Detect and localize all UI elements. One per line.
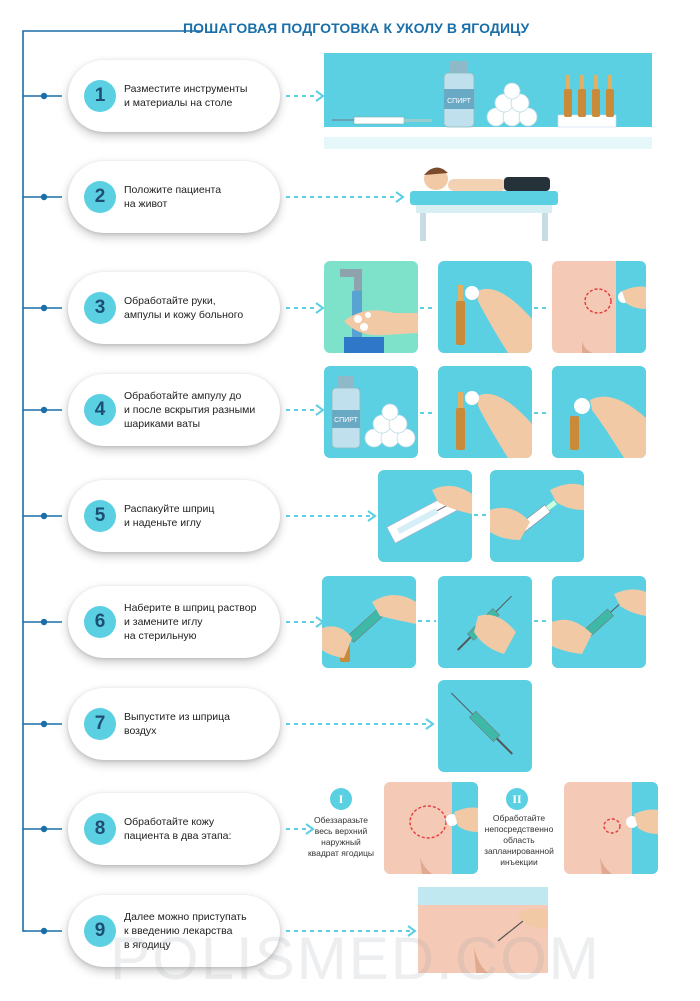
step-8-illustration-stage-2 — [564, 782, 658, 874]
step-1: 1 Разместите инструменты и материалы на … — [68, 60, 280, 132]
step-3: 3 Обработайте руки, ампулы и кожу больно… — [68, 272, 280, 344]
step-text: Обработайте кожу пациента в два этапа: — [124, 816, 232, 842]
arrow-icon — [286, 510, 377, 522]
step-4: 4 Обработайте ампулу до и после вскрытия… — [68, 374, 280, 446]
step-3-illustration-hands — [324, 261, 418, 353]
step-3-illustration-ampoule — [438, 261, 532, 353]
step-6: 6 Наберите в шприц раствор и замените иг… — [68, 586, 280, 658]
step-3-illustration-skin — [552, 261, 646, 353]
step-text: Разместите инструменты и материалы на ст… — [124, 83, 248, 109]
step-number: 3 — [84, 292, 116, 324]
watermark: POLISMED.COM — [110, 925, 601, 992]
dash-connector — [420, 412, 436, 414]
step-text: Выпустите из шприца воздух — [124, 711, 231, 737]
step-text: Далее можно приступать к введению лекарс… — [124, 911, 247, 951]
arrow-icon — [286, 925, 417, 937]
arrow-icon — [286, 404, 325, 416]
alcohol-label: СПИРТ — [447, 98, 471, 105]
arrow-icon — [286, 823, 315, 835]
arrow-icon — [286, 302, 325, 314]
page-title: ПОШАГОВАЯ ПОДГОТОВКА К УКОЛУ В ЯГОДИЦУ — [183, 20, 530, 36]
step-text: Распакуйте шприц и наденьте иглу — [124, 503, 215, 529]
arrow-icon — [286, 90, 325, 102]
stage-1-badge: I — [330, 788, 352, 810]
step-number: 1 — [84, 80, 116, 112]
stage-2-badge: II — [506, 788, 528, 810]
step-number: 2 — [84, 181, 116, 213]
dash-connector — [418, 620, 436, 622]
dash-connector — [474, 514, 488, 516]
step-4-illustration-wipe — [438, 366, 532, 458]
dash-connector — [534, 620, 550, 622]
step-text: Наберите в шприц раствор и замените иглу… — [124, 602, 257, 642]
step-number: 4 — [84, 394, 116, 426]
step-6-illustration-replace — [552, 576, 646, 668]
step-9: 9 Далее можно приступать к введению лека… — [68, 895, 280, 967]
step-2: 2 Положите пациента на живот — [68, 161, 280, 233]
step-4-illustration-alcohol: СПИРТ — [324, 366, 418, 458]
step-8-illustration-stage-1 — [384, 782, 478, 874]
step-text: Обработайте руки, ампулы и кожу больного — [124, 295, 244, 321]
step-number: 5 — [84, 500, 116, 532]
alcohol-label: СПИРТ — [334, 417, 358, 424]
step-7: 7 Выпустите из шприца воздух — [68, 688, 280, 760]
stage-1-text: Обеззаразьте весь верхний наружный квадр… — [307, 815, 375, 858]
arrow-icon — [286, 191, 405, 203]
step-text: Обработайте ампулу до и после вскрытия р… — [124, 390, 256, 430]
step-4-illustration-open — [552, 366, 646, 458]
step-6-illustration-syringe — [438, 576, 532, 668]
dash-connector — [420, 307, 436, 309]
step-2-illustration — [408, 157, 560, 243]
arrow-icon — [286, 616, 325, 628]
dash-connector — [534, 307, 550, 309]
step-8: 8 Обработайте кожу пациента в два этапа: — [68, 793, 280, 865]
arrow-icon — [286, 718, 435, 730]
step-5-illustration-package — [378, 470, 472, 562]
step-5: 5 Распакуйте шприц и наденьте иглу — [68, 480, 280, 552]
step-7-illustration — [438, 680, 532, 772]
stage-2-text: Обработайте непосредственно область запл… — [484, 813, 554, 867]
step-number: 7 — [84, 708, 116, 740]
step-6-illustration-draw — [322, 576, 416, 668]
step-number: 8 — [84, 813, 116, 845]
dash-connector — [534, 412, 550, 414]
step-text: Положите пациента на живот — [124, 184, 222, 210]
step-number: 6 — [84, 606, 116, 638]
step-5-illustration-needle — [490, 470, 584, 562]
step-1-illustration: СПИРТ — [324, 53, 652, 149]
step-number: 9 — [84, 915, 116, 947]
step-9-illustration — [418, 887, 548, 973]
